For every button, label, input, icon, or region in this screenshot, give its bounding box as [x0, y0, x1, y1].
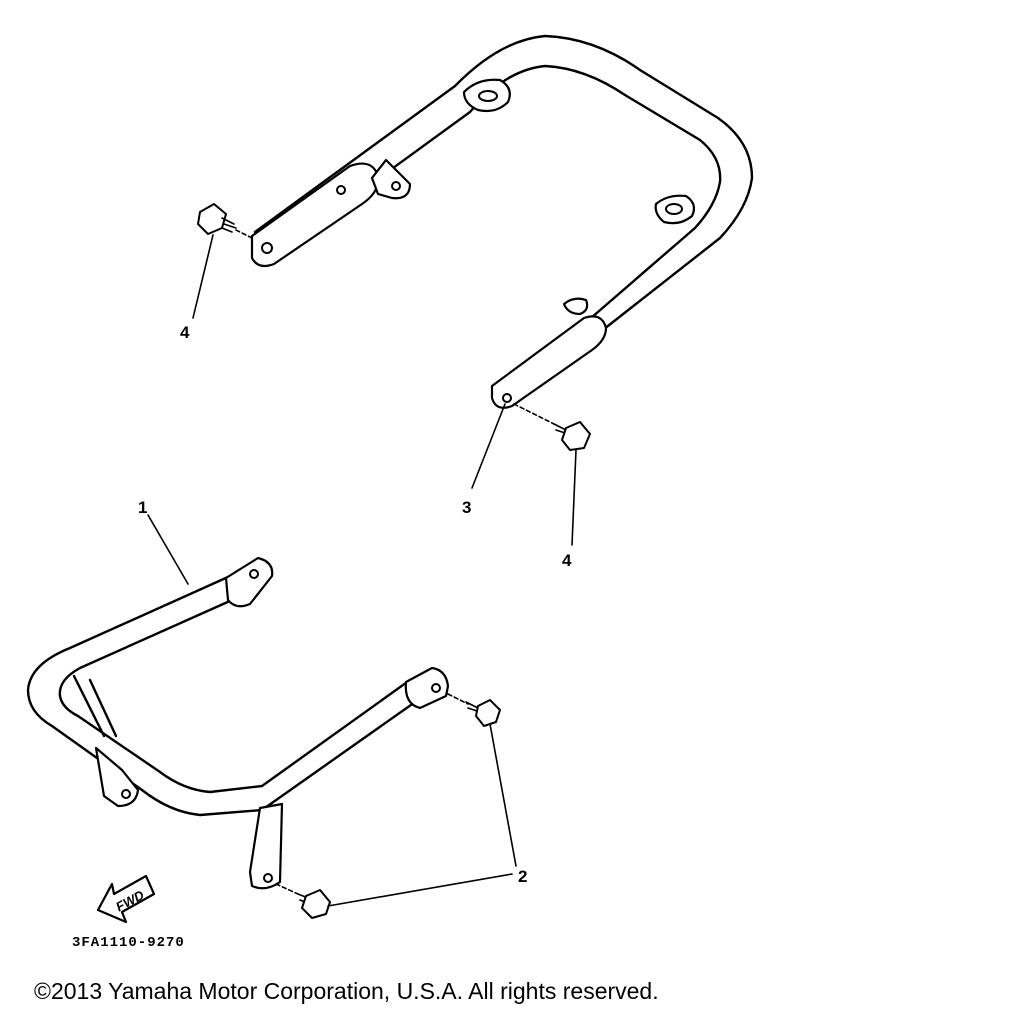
callout-3: 3 [462, 498, 471, 517]
leader-2-a [489, 723, 517, 867]
upper-carrier-frame [250, 34, 754, 409]
callout-1: 1 [138, 498, 147, 517]
part-code: 3FA1110-9270 [72, 935, 185, 951]
bolt-lower-right [447, 693, 501, 727]
callout-4-upper: 4 [180, 323, 190, 342]
callout-2: 2 [518, 867, 527, 886]
bolt-lower-left [275, 883, 331, 919]
bolt-upper-left [197, 203, 253, 239]
bolt-right [513, 403, 591, 451]
leader-1 [147, 514, 189, 585]
leader-4-upper [192, 234, 214, 319]
copyright-notice: ©2013 Yamaha Motor Corporation, U.S.A. A… [34, 978, 659, 1004]
forward-arrow-icon: FWD [96, 874, 156, 924]
leader-3 [471, 403, 506, 489]
leader-2-b [327, 873, 513, 907]
callout-4-lower: 4 [562, 551, 572, 570]
lower-grab-bar [26, 556, 450, 890]
leader-4-lower [571, 449, 577, 546]
